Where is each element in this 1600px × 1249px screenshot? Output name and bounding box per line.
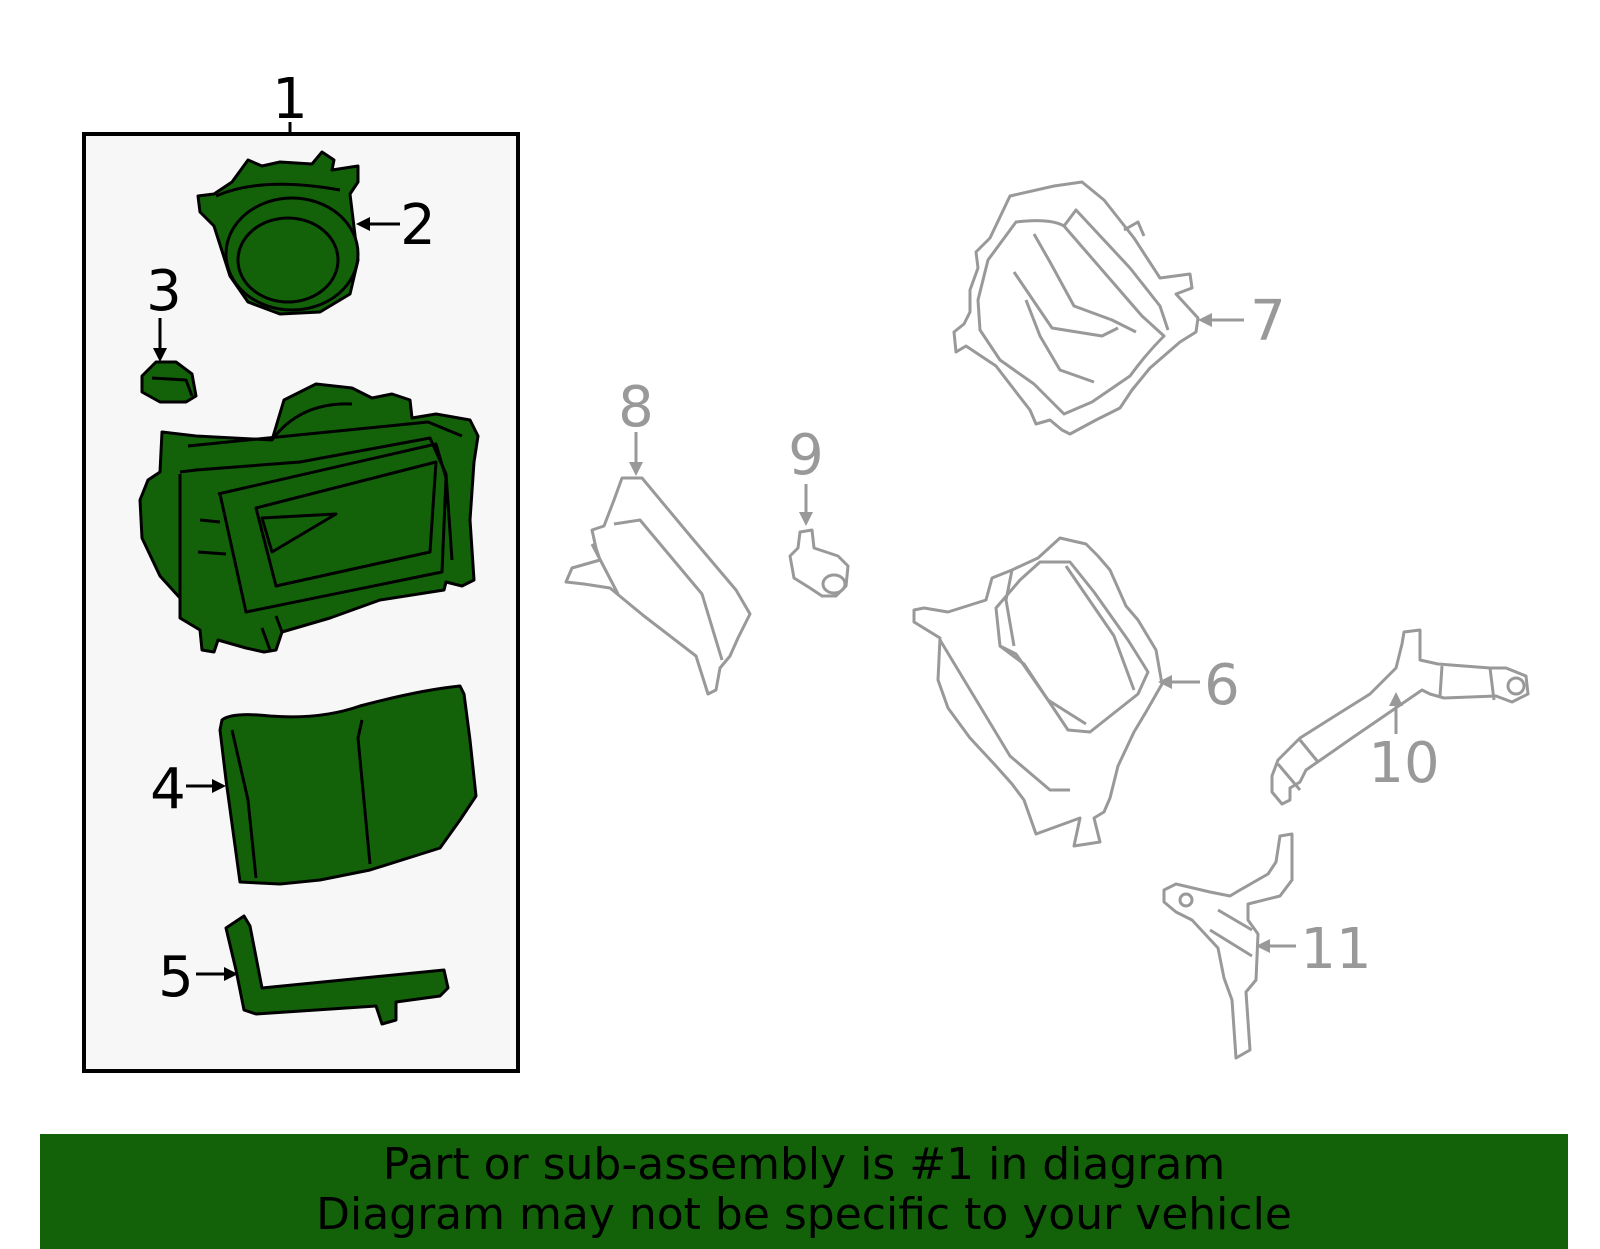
callout-10-label: 10 [1368, 731, 1439, 796]
part-11-pipe-bracket[interactable] [1162, 832, 1294, 1060]
callout-6-label: 6 [1204, 653, 1240, 718]
callout-6-arrowhead [1158, 675, 1172, 689]
banner-line-2: Diagram may not be specific to your vehi… [316, 1189, 1292, 1240]
part-9-sensor[interactable] [788, 528, 850, 598]
callout-7-label: 7 [1250, 289, 1286, 354]
part-4-filter-cover[interactable] [218, 684, 478, 886]
callout-9-arrowhead [799, 512, 813, 526]
part-6-lower-housing[interactable] [912, 536, 1164, 848]
callout-1-label: 1 [272, 67, 308, 132]
callout-3-label: 3 [146, 259, 182, 324]
info-banner: Part or sub-assembly is #1 in diagram Di… [40, 1134, 1568, 1249]
part-10-hose[interactable] [1270, 628, 1530, 806]
air-cleaner-housing[interactable] [138, 382, 480, 654]
banner-line-1: Part or sub-assembly is #1 in diagram [382, 1139, 1226, 1190]
part-8-bracket[interactable] [564, 476, 752, 696]
callout-11-label: 11 [1300, 917, 1371, 982]
callout-2-label: 2 [400, 193, 436, 258]
callout-9-label: 9 [788, 423, 824, 488]
callout-8-arrowhead [629, 462, 643, 476]
callout-2-arrowhead [356, 217, 370, 231]
callout-5-label: 5 [158, 945, 194, 1010]
callout-5-arrowhead [224, 967, 238, 981]
callout-8-label: 8 [618, 375, 654, 440]
callout-11-arrowhead [1256, 939, 1270, 953]
callout-7-arrowhead [1198, 313, 1212, 327]
info-banner-bg [40, 1134, 1568, 1249]
part-7-upper-housing[interactable] [952, 180, 1200, 436]
part-3-clip[interactable] [140, 360, 198, 404]
callout-4-label: 4 [150, 757, 186, 822]
part-2-duct-collar[interactable] [196, 150, 360, 316]
callout-3-arrowhead [153, 348, 167, 362]
callout-10-arrowhead [1389, 692, 1403, 706]
callout-4-arrowhead [212, 779, 226, 793]
part-5-seal-strip[interactable] [224, 914, 450, 1026]
